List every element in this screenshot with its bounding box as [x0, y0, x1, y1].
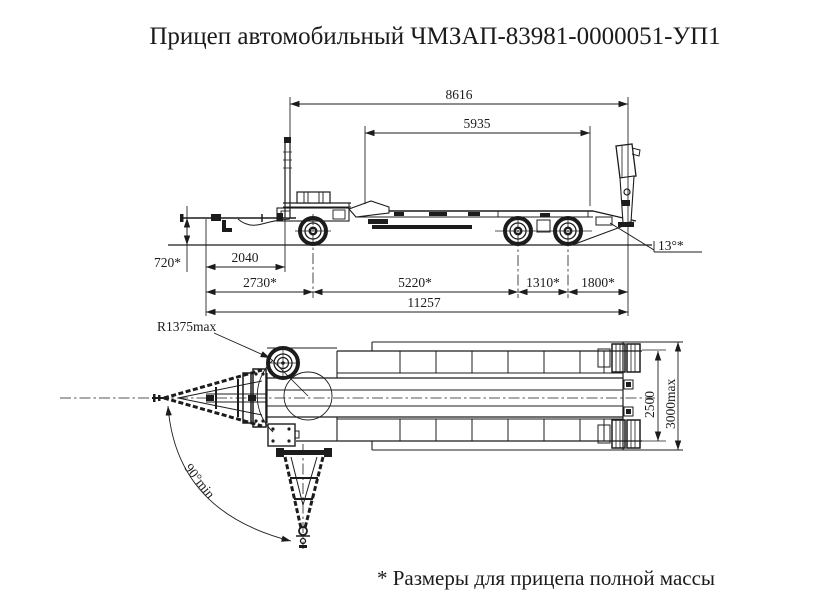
rear-ramp — [595, 143, 641, 227]
dim-drawbar-swing-angle: 90°min — [182, 461, 219, 502]
drawbar-swung-plan — [276, 444, 332, 549]
dim-swing-radius: R1375max — [157, 319, 216, 334]
dim-overall-length: 11257 — [407, 295, 440, 310]
dim-eye-to-front-board: 2040 — [232, 250, 259, 265]
drawbar-swing-arc — [165, 405, 292, 542]
dim-cargo-deck-length: 5935 — [464, 116, 491, 131]
top-view-linework — [60, 332, 683, 549]
side-view-dimensions: 8616 5935 720* 2040 2730* 5220* 1310* 18… — [154, 87, 684, 316]
drawing-title: Прицеп автомобильный ЧМЗАП-83981-0000051… — [149, 23, 720, 50]
dim-departure-angle: 13°* — [658, 238, 684, 253]
side-view-linework — [168, 137, 702, 298]
coupling-circle — [283, 371, 333, 421]
platform-plan — [266, 341, 683, 451]
dim-overall-width: 3000max — [663, 379, 678, 429]
top-view-dimensions: R1375max 2500 3000max 90°min — [157, 319, 682, 502]
front-wheel-plan — [266, 346, 337, 380]
dim-front-to-rear-axle: 5220* — [398, 275, 432, 290]
rear-wheels — [495, 216, 592, 246]
dim-platform-width: 2500 — [642, 391, 657, 418]
dim-eye-to-front-axle: 2730* — [243, 275, 277, 290]
footnote: * Размеры для прицепа полной массы — [377, 566, 715, 590]
dim-coupling-height: 720* — [154, 255, 181, 270]
top-view: R1375max 2500 3000max 90°min — [60, 319, 683, 549]
support-leg-plan — [267, 423, 337, 447]
dim-platform-length: 8616 — [446, 87, 473, 102]
dim-rear-axle-to-end: 1800* — [581, 275, 615, 290]
rear-wheels-plan — [597, 343, 641, 449]
dim-rear-bogie-base: 1310* — [526, 275, 560, 290]
side-view: 8616 5935 720* 2040 2730* 5220* 1310* 18… — [154, 87, 702, 316]
